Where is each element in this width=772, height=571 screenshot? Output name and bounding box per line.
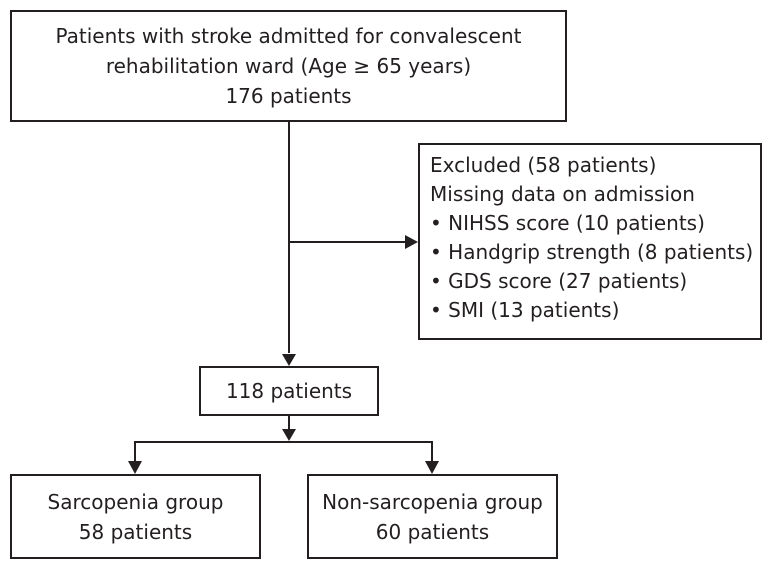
arrow-to-split [282, 429, 296, 441]
excluded-item-gds: • GDS score (27 patients) [430, 269, 688, 293]
non-sarcopenia-group-count: 60 patients [375, 519, 490, 544]
arrow-to-sarcopenia [128, 461, 142, 474]
sarcopenia-group-box: Sarcopenia group 58 patients [10, 474, 261, 559]
enrollment-count: 176 patients [225, 84, 352, 108]
non-sarcopenia-group-box: Non-sarcopenia group 60 patients [307, 474, 558, 559]
arrow-to-middle [282, 354, 296, 366]
enrollment-line-1: Patients with stroke admitted for conval… [55, 24, 522, 48]
enrollment-line-2: rehabilitation ward (Age ≥ 65 years) [105, 54, 472, 78]
included-box: 118 patients [199, 366, 379, 416]
excluded-title: Excluded (58 patients) [430, 153, 657, 177]
arrow-to-non-sarcopenia [425, 461, 439, 474]
sarcopenia-group-name: Sarcopenia group [47, 489, 224, 514]
included-count: 118 patients [225, 379, 353, 403]
arrow-to-excluded [405, 235, 418, 249]
excluded-subtitle: Missing data on admission [430, 182, 695, 206]
non-sarcopenia-group-name: Non-sarcopenia group [322, 489, 543, 514]
enrollment-box: Patients with stroke admitted for conval… [10, 10, 567, 122]
excluded-item-nihss: • NIHSS score (10 patients) [430, 211, 705, 235]
excluded-item-smi: • SMI (13 patients) [430, 298, 620, 322]
excluded-box: Excluded (58 patients) Missing data on a… [418, 143, 762, 340]
sarcopenia-group-count: 58 patients [78, 519, 193, 544]
excluded-item-handgrip: • Handgrip strength (8 patients) [430, 240, 754, 264]
